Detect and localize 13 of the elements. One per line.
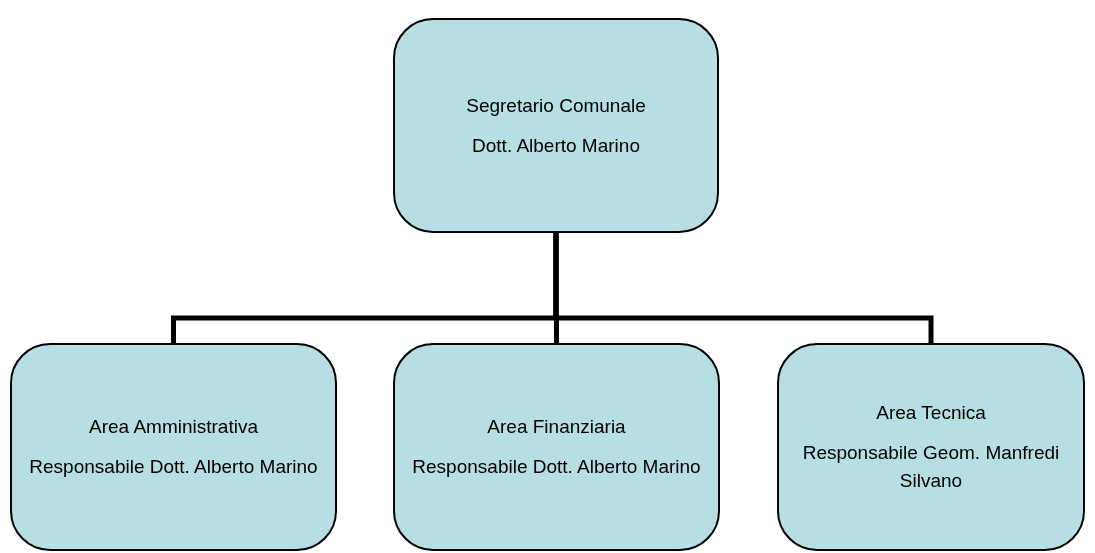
org-box [777,343,1085,551]
org-box [393,18,719,233]
org-box [10,343,337,551]
box-subtitle: Responsabile Dott. Alberto Marino [412,455,701,479]
org-box [393,343,720,551]
box-subtitle: Dott. Alberto Marino [472,133,640,158]
box-subtitle: Responsabile Geom. Manfredi Silvano [801,441,1061,493]
box-subtitle: Responsabile Dott. Alberto Marino [29,455,318,479]
box-title: Area Finanziaria [487,415,626,439]
box-title: Segretario Comunale [466,93,646,118]
box-title: Area Amministrativa [89,415,258,439]
box-title: Area Tecnica [876,401,986,425]
connector-line [553,233,934,343]
